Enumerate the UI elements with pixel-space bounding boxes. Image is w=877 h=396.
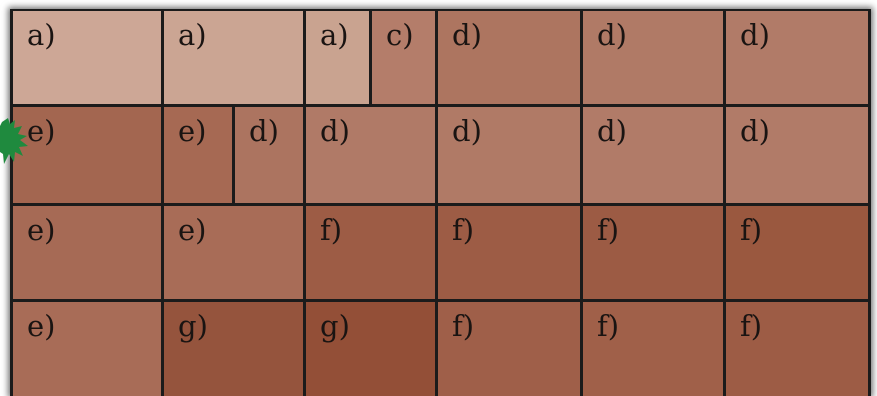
- tile-label: d): [597, 21, 627, 50]
- tile-r4c4[interactable]: f): [438, 302, 580, 396]
- tile-label: c): [386, 21, 414, 50]
- tile-label: f): [597, 216, 619, 245]
- tile-r2c2[interactable]: e): [164, 107, 232, 203]
- tile-r1c5[interactable]: d): [438, 11, 580, 104]
- tile-r3c4[interactable]: f): [438, 206, 580, 299]
- tile-r2c6[interactable]: d): [583, 107, 723, 203]
- tile-r2c5[interactable]: d): [438, 107, 580, 203]
- tile-label: g): [320, 312, 350, 341]
- tile-r1c4[interactable]: c): [372, 11, 435, 104]
- tile-r1c3[interactable]: a): [306, 11, 369, 104]
- tile-r1c1[interactable]: a): [13, 11, 161, 104]
- tile-r3c5[interactable]: f): [583, 206, 723, 299]
- tile-label: e): [27, 312, 55, 341]
- tile-r4c6[interactable]: f): [726, 302, 868, 396]
- tile-label: d): [320, 117, 350, 146]
- tile-label: a): [178, 21, 207, 50]
- tile-r1c6[interactable]: d): [583, 11, 723, 104]
- tile-label: d): [740, 21, 770, 50]
- tile-r4c2[interactable]: g): [164, 302, 303, 396]
- tile-r4c5[interactable]: f): [583, 302, 723, 396]
- tile-label: g): [178, 312, 208, 341]
- tile-r1c7[interactable]: d): [726, 11, 868, 104]
- tile-label: a): [320, 21, 349, 50]
- tile-label: f): [597, 312, 619, 341]
- green-splat-icon: [0, 112, 34, 176]
- tile-r2c4[interactable]: d): [306, 107, 435, 203]
- tile-r2c7[interactable]: d): [726, 107, 868, 203]
- splat-shape: [0, 118, 28, 164]
- tile-label: f): [740, 216, 762, 245]
- tile-label: d): [740, 117, 770, 146]
- tile-r4c1[interactable]: e): [13, 302, 161, 396]
- tile-label: d): [597, 117, 627, 146]
- tile-r3c6[interactable]: f): [726, 206, 868, 299]
- tile-label: f): [740, 312, 762, 341]
- tile-r3c1[interactable]: e): [13, 206, 161, 299]
- tile-r4c3[interactable]: g): [306, 302, 435, 396]
- tile-r2c1[interactable]: e): [13, 107, 161, 203]
- tile-label: f): [452, 312, 474, 341]
- tile-label: a): [27, 21, 56, 50]
- tile-label: e): [178, 117, 206, 146]
- tile-label: d): [249, 117, 279, 146]
- tile-label: f): [452, 216, 474, 245]
- tile-r1c2[interactable]: a): [164, 11, 303, 104]
- tile-label: e): [27, 216, 55, 245]
- tile-label: e): [178, 216, 206, 245]
- tile-r3c3[interactable]: f): [306, 206, 435, 299]
- tile-r2c3[interactable]: d): [235, 107, 303, 203]
- tile-label: f): [320, 216, 342, 245]
- tile-label: d): [452, 21, 482, 50]
- tile-r3c2[interactable]: e): [164, 206, 303, 299]
- tile-board: a) a) a) c) d) d) d) e) e) d) d) d) d) d…: [10, 9, 871, 396]
- tile-label: d): [452, 117, 482, 146]
